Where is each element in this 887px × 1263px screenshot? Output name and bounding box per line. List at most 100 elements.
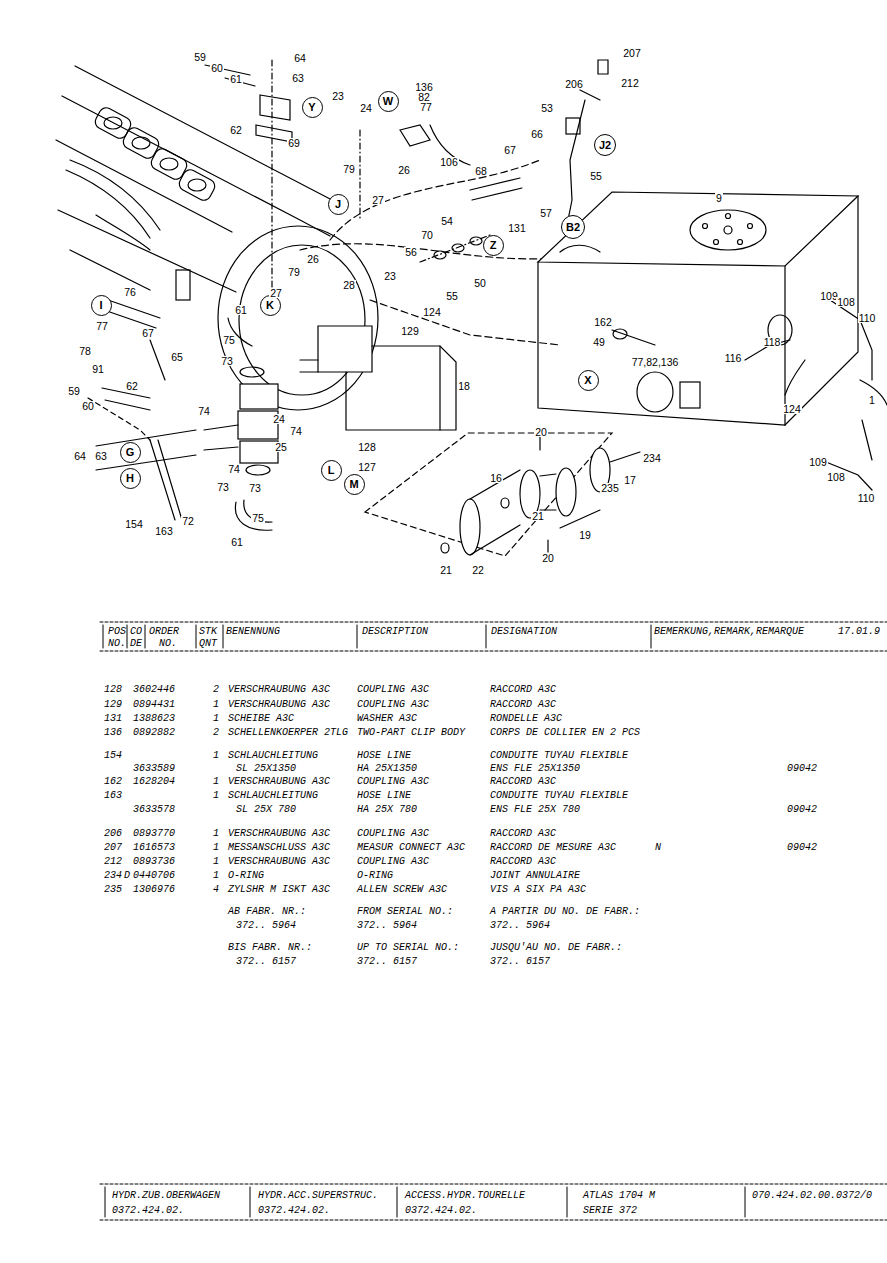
callout-number: 77: [95, 321, 109, 331]
table-cell: HOSE LINE: [357, 790, 411, 802]
table-cell: JOINT ANNULAIRE: [490, 870, 580, 882]
callout-number: 70: [420, 230, 434, 240]
table-cell: 1: [213, 713, 219, 725]
reference-letter: W: [383, 95, 393, 107]
table-cell: 0372.424.02.: [112, 1205, 184, 1217]
callout-number: 67: [141, 328, 155, 338]
table-cell: SL 25X 780: [236, 804, 296, 816]
callout-number: 62: [125, 381, 139, 391]
table-cell: SL 25X1350: [236, 763, 296, 775]
table-cell: 154: [104, 750, 122, 762]
table-cell: 17.01.9: [838, 626, 880, 638]
table-cell: DE: [130, 638, 142, 650]
callout-number: 26: [397, 165, 411, 175]
table-cell: HA 25X1350: [357, 763, 417, 775]
callout-number: 57: [539, 208, 553, 218]
table-cell: 1: [213, 776, 219, 788]
table-cell: 212: [104, 856, 122, 868]
reference-letter: M: [349, 478, 358, 490]
table-cell: 0892882: [133, 727, 175, 739]
callout-number: 20: [541, 553, 555, 563]
reference-letter: H: [126, 472, 134, 484]
table-cell: 372.. 5964: [357, 920, 417, 932]
table-cell: D: [124, 870, 130, 882]
table-cell: 163: [104, 790, 122, 802]
callout-number: 24: [272, 414, 286, 424]
table-cell: 372.. 5964: [490, 920, 550, 932]
callout-number: 235: [600, 483, 620, 493]
callout-number: 63: [291, 73, 305, 83]
callout-number: 65: [170, 352, 184, 362]
table-cell: VERSCHRAUBUNG A3C: [228, 699, 330, 711]
callout-number: 61: [229, 74, 243, 84]
callout-number: 23: [383, 271, 397, 281]
table-cell: 0894431: [133, 699, 175, 711]
table-cell: ATLAS 1704 M: [583, 1190, 655, 1202]
callout-number: 21: [531, 511, 545, 521]
callout-number: 9: [715, 193, 723, 203]
table-cell: UP TO SERIAL NO.:: [357, 942, 459, 954]
table-cell: VERSCHRAUBUNG A3C: [228, 684, 330, 696]
callout-number: 78: [78, 346, 92, 356]
callout-number: 163: [154, 526, 174, 536]
callout-number: 25: [274, 442, 288, 452]
callout-number: 28: [342, 280, 356, 290]
callout-number: 73: [216, 482, 230, 492]
callout-number: 19: [578, 530, 592, 540]
reference-letter: Y: [308, 101, 315, 113]
table-cell: 1388623: [133, 713, 175, 725]
reference-letter: G: [126, 446, 135, 458]
table-cell: 1306976: [133, 884, 175, 896]
table-cell: RACCORD A3C: [490, 856, 556, 868]
callout-number: 20: [534, 427, 548, 437]
table-cell: MESSANSCHLUSS A3C: [228, 842, 330, 854]
callout-number: 110: [858, 313, 877, 323]
table-cell: COUPLING A3C: [357, 828, 429, 840]
reference-circle: J2: [594, 134, 616, 156]
table-cell: NO.: [159, 638, 177, 650]
callout-number: 106: [439, 157, 459, 167]
table-cell: 162: [104, 776, 122, 788]
callout-number: 136: [414, 82, 434, 92]
table-cell: ZYLSHR M ISKT A3C: [228, 884, 330, 896]
table-cell: QNT: [199, 638, 217, 650]
callout-number: 1: [868, 395, 876, 405]
callout-number: 18: [457, 381, 471, 391]
callout-number: 59: [67, 386, 81, 396]
table-cell: N: [655, 842, 661, 854]
callout-number: 75: [251, 513, 265, 523]
table-cell: RACCORD A3C: [490, 776, 556, 788]
callout-number: 50: [473, 278, 487, 288]
table-cell: SCHELLENKOERPER 2TLG: [228, 727, 348, 739]
reference-letter: J: [335, 198, 341, 210]
callout-number: 64: [73, 451, 87, 461]
table-cell: 070.424.02.00.0372/0: [752, 1190, 872, 1202]
callout-number: 27: [269, 288, 283, 298]
table-cell: VERSCHRAUBUNG A3C: [228, 856, 330, 868]
table-cell: 0372.424.02.: [258, 1205, 330, 1217]
callout-number: 21: [439, 565, 453, 575]
table-cell: NO.: [108, 638, 126, 650]
callout-number: 127: [357, 462, 377, 472]
callout-number: 62: [229, 125, 243, 135]
callout-number: 110: [857, 493, 876, 503]
table-cell: CONDUITE TUYAU FLEXIBLE: [490, 750, 628, 762]
reference-circle: L: [321, 460, 342, 481]
table-cell: CO: [130, 626, 142, 638]
table-cell: 136: [104, 727, 122, 739]
reference-letter: J2: [599, 139, 611, 151]
callout-number: 124: [782, 404, 802, 414]
table-cell: RACCORD A3C: [490, 828, 556, 840]
table-cell: SCHEIBE A3C: [228, 713, 294, 725]
reference-circle: B2: [561, 215, 585, 239]
table-cell: ACCESS.HYDR.TOURELLE: [405, 1190, 525, 1202]
table-cell: 3633589: [133, 763, 175, 775]
table-cell: BEMERKUNG,REMARK,REMARQUE: [654, 626, 804, 638]
table-cell: COUPLING A3C: [357, 856, 429, 868]
table-cell: 4: [213, 884, 219, 896]
table-cell: ENS FLE 25X 780: [490, 804, 580, 816]
table-cell: VIS A SIX PA A3C: [490, 884, 586, 896]
table-cell: 1: [213, 699, 219, 711]
table-cell: RACCORD A3C: [490, 684, 556, 696]
reference-circle: W: [378, 91, 399, 112]
